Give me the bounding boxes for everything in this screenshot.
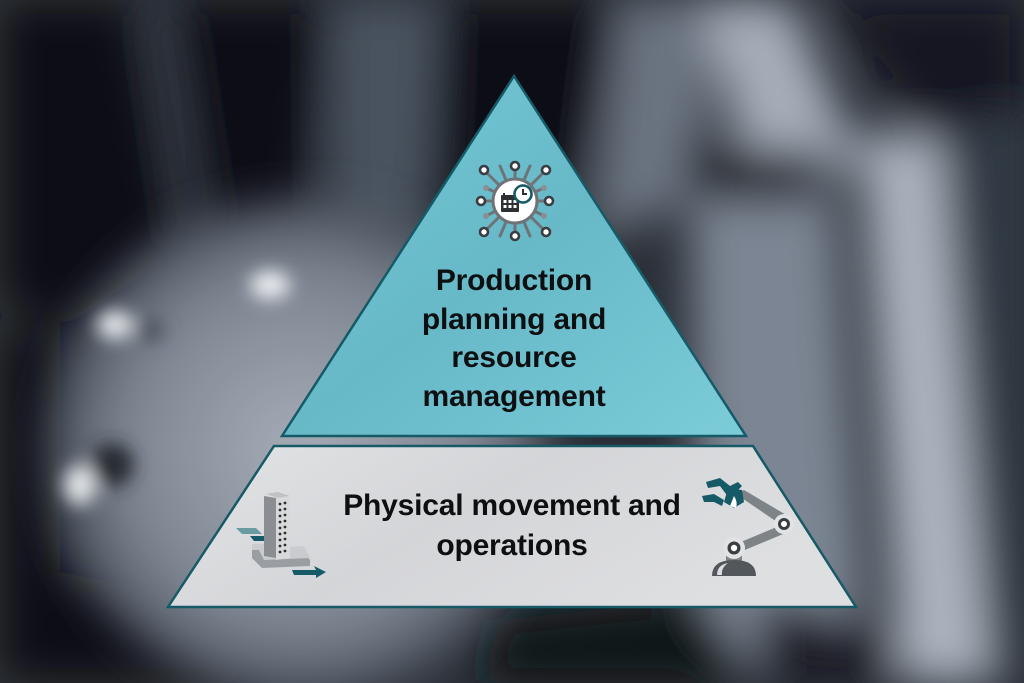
robot-arm-icon xyxy=(702,478,794,576)
top-tier-label-line: Production xyxy=(435,264,593,297)
top-tier-label-line: resource xyxy=(451,341,577,374)
scheduling-network-icon xyxy=(475,160,555,242)
machine-tool-icon xyxy=(236,492,326,578)
bottom-tier-trapezoid xyxy=(165,444,859,609)
top-tier-label-line: management xyxy=(422,379,606,413)
top-tier-label-line: planning and xyxy=(421,302,607,336)
top-tier-label: Production planning and resource managem… xyxy=(380,262,648,416)
bottom-tier-label-line: operations xyxy=(436,529,588,562)
top-tier-triangle xyxy=(279,73,749,438)
bottom-tier-label-line: Physical movement and xyxy=(343,489,681,522)
bottom-tier-label: Physical movement and operations xyxy=(310,486,714,566)
